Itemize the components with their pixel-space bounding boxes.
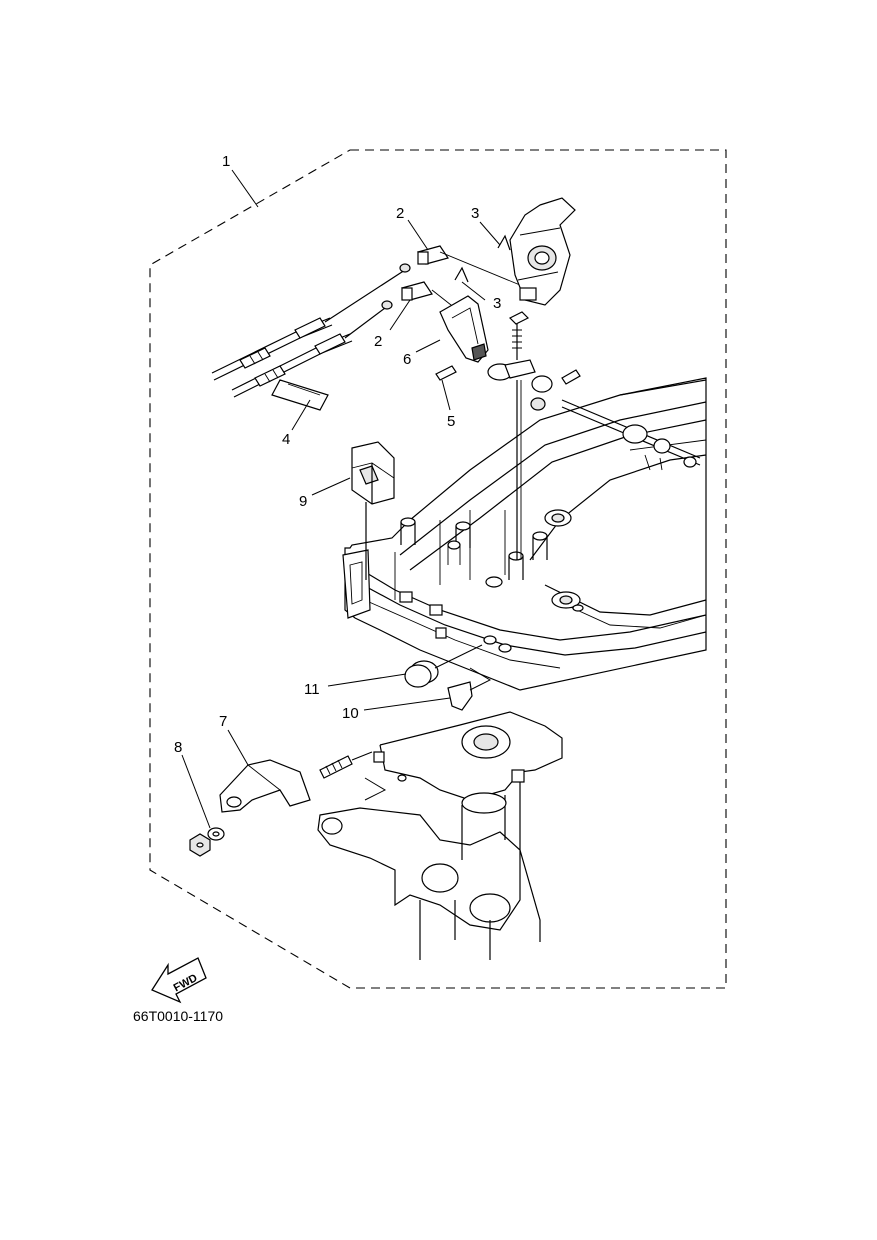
callout-7: 7 [219,713,227,730]
callout-5: 5 [447,413,455,430]
bolt-and-holder [487,311,553,560]
callout-1: 1 [222,153,230,170]
cable-bracket [219,759,311,813]
bottom-cowling [342,377,707,691]
fwd-arrow-icon [151,957,207,1004]
callout-3-upper: 3 [471,205,479,222]
shift-link-assembly [509,197,576,306]
swivel-bracket [317,711,563,960]
callout-labels: 1 2 3 3 2 6 5 4 9 11 10 7 8 [174,153,501,756]
callout-3-lower: 3 [493,295,501,312]
callout-6: 6 [403,351,411,368]
holder-block [351,441,395,580]
plugs [404,644,492,711]
callout-4: 4 [282,431,290,448]
callout-2-upper: 2 [396,205,404,222]
small-pin [561,369,581,385]
stud-bolt [319,751,387,801]
leader-lines [181,169,501,829]
clips [454,234,511,283]
callout-9: 9 [299,493,307,510]
remote-control-cables [211,263,411,398]
callout-2-lower: 2 [374,333,382,350]
cable-joints [401,245,521,321]
shift-rod [561,399,701,471]
assembly-boundary [149,149,727,989]
label-plate [271,379,329,411]
fwd-direction-indicator: FWD [151,957,207,1004]
callout-11: 11 [304,681,320,698]
callout-8: 8 [174,739,182,756]
bracket [439,295,489,363]
callout-10: 10 [342,705,359,722]
washer-and-nut [189,827,225,857]
dowel-pin [435,365,457,381]
catalog-code: 66T0010-1170 [133,1008,223,1024]
